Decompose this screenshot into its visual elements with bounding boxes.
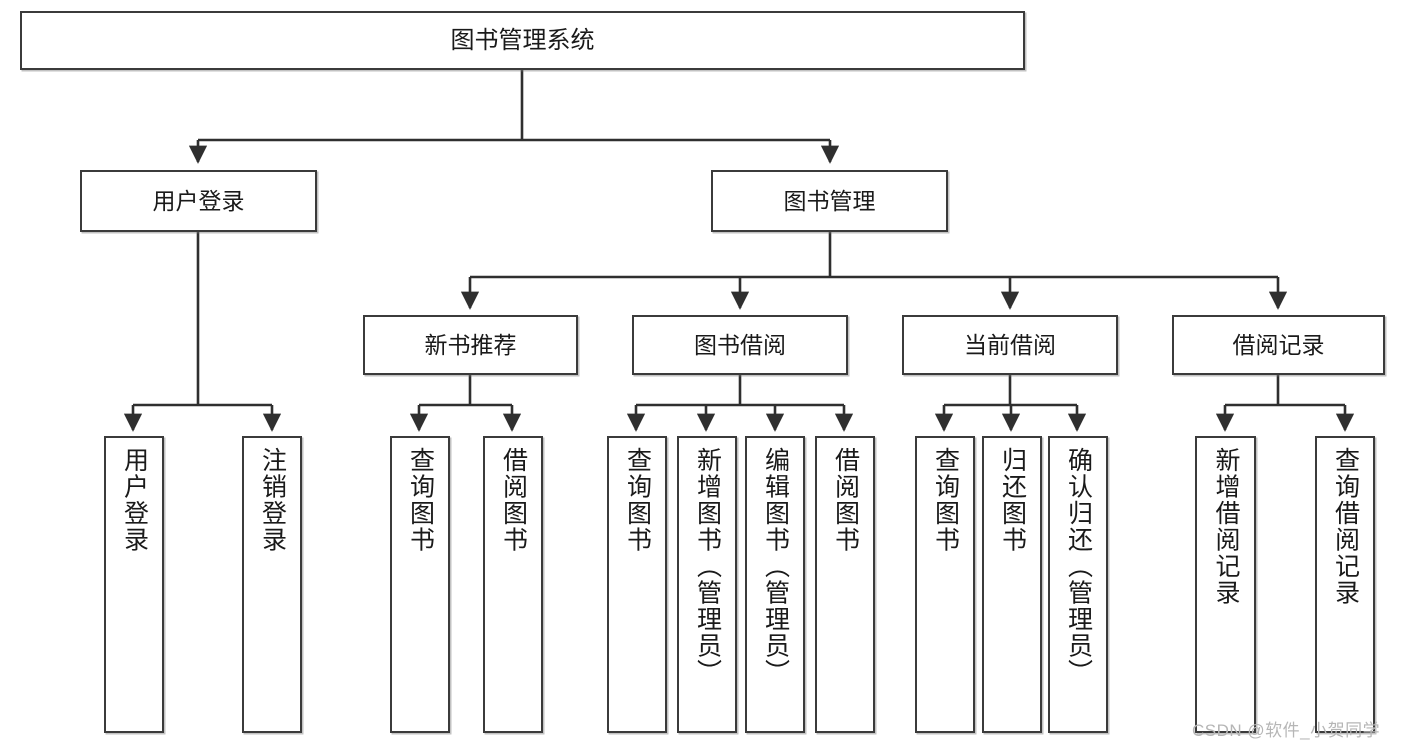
node-label: 当前借阅 <box>964 331 1056 358</box>
node-label: 查询借阅记录 <box>1331 447 1360 606</box>
node-label: 编辑图书（管理员） <box>761 447 790 686</box>
node-label: 借阅图书 <box>831 447 860 553</box>
node-label: 查询图书 <box>406 447 435 553</box>
leaf-add-borrow-record[interactable]: 新增借阅记录 <box>1195 436 1256 733</box>
node-label: 归还图书 <box>998 447 1027 553</box>
node-label: 查询图书 <box>623 447 652 553</box>
node-label: 新增图书（管理员） <box>693 447 722 686</box>
node-label: 图书管理 <box>783 187 876 214</box>
node-label: 用户登录 <box>120 447 149 553</box>
node-label: 图书管理系统 <box>450 26 595 54</box>
leaf-return-book[interactable]: 归还图书 <box>982 436 1042 733</box>
node-label: 借阅图书 <box>499 447 528 553</box>
node-user-login[interactable]: 用户登录 <box>80 170 317 232</box>
node-book-borrow[interactable]: 图书借阅 <box>632 315 848 375</box>
node-current-borrow[interactable]: 当前借阅 <box>902 315 1118 375</box>
leaf-confirm-return[interactable]: 确认归还（管理员） <box>1048 436 1108 733</box>
leaf-user-login[interactable]: 用户登录 <box>104 436 164 733</box>
leaf-query-book-borrow[interactable]: 查询图书 <box>607 436 667 733</box>
node-label: 图书借阅 <box>694 331 786 358</box>
node-root-system[interactable]: 图书管理系统 <box>20 11 1025 70</box>
leaf-borrow-book[interactable]: 借阅图书 <box>815 436 875 733</box>
node-book-management[interactable]: 图书管理 <box>711 170 948 232</box>
node-label: 用户登录 <box>152 187 245 214</box>
node-label: 借阅记录 <box>1232 331 1325 358</box>
leaf-borrow-book-recommend[interactable]: 借阅图书 <box>483 436 543 733</box>
node-label: 注销登录 <box>258 447 287 553</box>
node-label: 新书推荐 <box>424 331 517 358</box>
node-new-book-recommend[interactable]: 新书推荐 <box>363 315 578 375</box>
leaf-add-book[interactable]: 新增图书（管理员） <box>677 436 737 733</box>
leaf-query-book-current[interactable]: 查询图书 <box>915 436 975 733</box>
leaf-edit-book[interactable]: 编辑图书（管理员） <box>745 436 805 733</box>
watermark-text: CSDN @软件_小贺同学 <box>1192 721 1381 740</box>
node-label: 确认归还（管理员） <box>1064 447 1093 686</box>
leaf-logout-login[interactable]: 注销登录 <box>242 436 302 733</box>
node-label: 新增借阅记录 <box>1212 447 1240 606</box>
leaf-query-borrow-record[interactable]: 查询借阅记录 <box>1315 436 1375 733</box>
node-label: 查询图书 <box>931 447 960 553</box>
node-borrow-record[interactable]: 借阅记录 <box>1172 315 1385 375</box>
leaf-query-book-recommend[interactable]: 查询图书 <box>390 436 450 733</box>
